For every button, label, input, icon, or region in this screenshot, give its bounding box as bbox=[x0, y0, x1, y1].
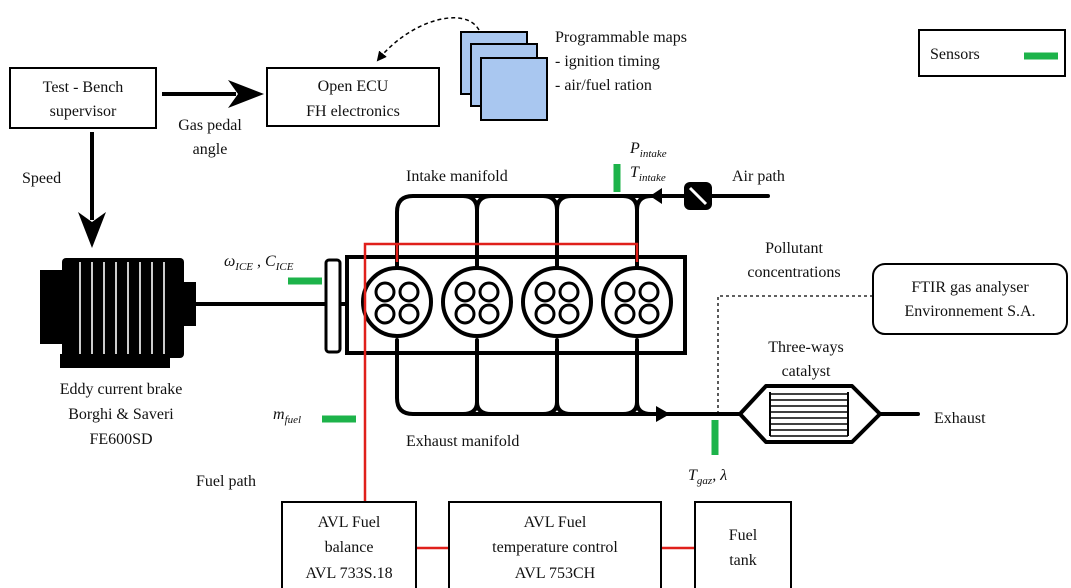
ecu-line2: FH electronics bbox=[306, 103, 400, 120]
eddy-current-brake-icon bbox=[40, 258, 196, 368]
omega-c-sensor-label: ωICE , CICE bbox=[224, 253, 294, 273]
catalyst-label-1: Three-ways bbox=[768, 339, 844, 356]
ecu-box bbox=[266, 67, 440, 127]
fuel-temp-line3: AVL 753CH bbox=[515, 565, 596, 582]
fuel-temperature-block: AVL Fuel temperature control AVL 753CH bbox=[448, 501, 662, 588]
ftir-box bbox=[872, 263, 1068, 335]
ftir-block: FTIR gas analyser Environnement S.A. bbox=[872, 263, 1068, 335]
brake-line2: Borghi & Saveri bbox=[68, 406, 174, 423]
gas-pedal-angle-label: angle bbox=[193, 141, 228, 158]
exhaust-label: Exhaust bbox=[934, 410, 986, 427]
maps-item-ignition: - ignition timing bbox=[555, 53, 660, 70]
catalyst-label-2: catalyst bbox=[782, 363, 831, 380]
fuel-temp-line1: AVL Fuel bbox=[524, 514, 587, 531]
pollutant-label-1: Pollutant bbox=[765, 240, 823, 257]
cylinder-1 bbox=[361, 266, 433, 338]
pollutant-label-2: concentrations bbox=[747, 264, 840, 281]
cylinder-4 bbox=[601, 266, 673, 338]
fuel-temp-line2: temperature control bbox=[492, 539, 618, 556]
brake-line1: Eddy current brake bbox=[60, 381, 183, 398]
supervisor-line1: Test - Bench bbox=[43, 79, 124, 96]
fuel-balance-block: AVL Fuel balance AVL 733S.18 bbox=[281, 501, 417, 588]
ftir-line2: Environnement S.A. bbox=[904, 303, 1035, 320]
three-way-catalyst-icon bbox=[738, 384, 882, 444]
tgaz-lambda-label: Tgaz, λ bbox=[688, 467, 727, 487]
brake-line3: FE600SD bbox=[89, 431, 152, 448]
fuel-tank-line1: Fuel bbox=[729, 527, 758, 544]
fuel-tank-box bbox=[694, 501, 792, 588]
air-path-label: Air path bbox=[732, 168, 785, 185]
mfuel-label: mfuel bbox=[273, 406, 301, 426]
legend: Sensors bbox=[918, 29, 1066, 77]
fuel-balance-line3: AVL 733S.18 bbox=[305, 565, 392, 582]
supervisor-block: Test - Bench supervisor bbox=[9, 67, 157, 129]
t-intake-label: Tintake bbox=[630, 164, 666, 184]
cylinder-3 bbox=[521, 266, 593, 338]
programmable-maps-stack bbox=[460, 31, 548, 121]
fuel-balance-box bbox=[281, 501, 417, 588]
maps-to-ecu-dashed-arrow bbox=[376, 17, 480, 62]
fuel-tank-line2: tank bbox=[729, 552, 757, 569]
supervisor-line2: supervisor bbox=[50, 103, 117, 120]
intake-manifold bbox=[395, 188, 770, 270]
fuel-path-label: Fuel path bbox=[196, 473, 256, 490]
ecu-block: Open ECU FH electronics bbox=[266, 67, 440, 127]
speed-label: Speed bbox=[22, 170, 61, 187]
exhaust-manifold bbox=[395, 338, 920, 422]
fuel-balance-line2: balance bbox=[325, 539, 374, 556]
ecu-line1: Open ECU bbox=[318, 78, 389, 95]
legend-label: Sensors bbox=[930, 46, 980, 63]
fuel-path-lines bbox=[363, 242, 695, 550]
supervisor-box bbox=[9, 67, 157, 129]
fuel-tank-block: Fuel tank bbox=[694, 501, 792, 588]
ftir-line1: FTIR gas analyser bbox=[911, 279, 1029, 296]
maps-item-airfuel: - air/fuel ration bbox=[555, 77, 652, 94]
coupling-flange bbox=[324, 258, 342, 354]
p-intake-label: Pintake bbox=[629, 140, 667, 160]
gas-pedal-label: Gas pedal bbox=[178, 117, 242, 134]
intake-manifold-label: Intake manifold bbox=[406, 168, 508, 185]
exhaust-manifold-label: Exhaust manifold bbox=[406, 433, 519, 450]
fuel-temperature-box bbox=[448, 501, 662, 588]
cylinder-2 bbox=[441, 266, 513, 338]
throttle-valve-icon bbox=[684, 182, 712, 210]
fuel-balance-line1: AVL Fuel bbox=[318, 514, 381, 531]
gas-pedal-arrow bbox=[162, 80, 264, 108]
maps-title: Programmable maps bbox=[555, 29, 687, 46]
speed-arrow bbox=[78, 132, 106, 248]
